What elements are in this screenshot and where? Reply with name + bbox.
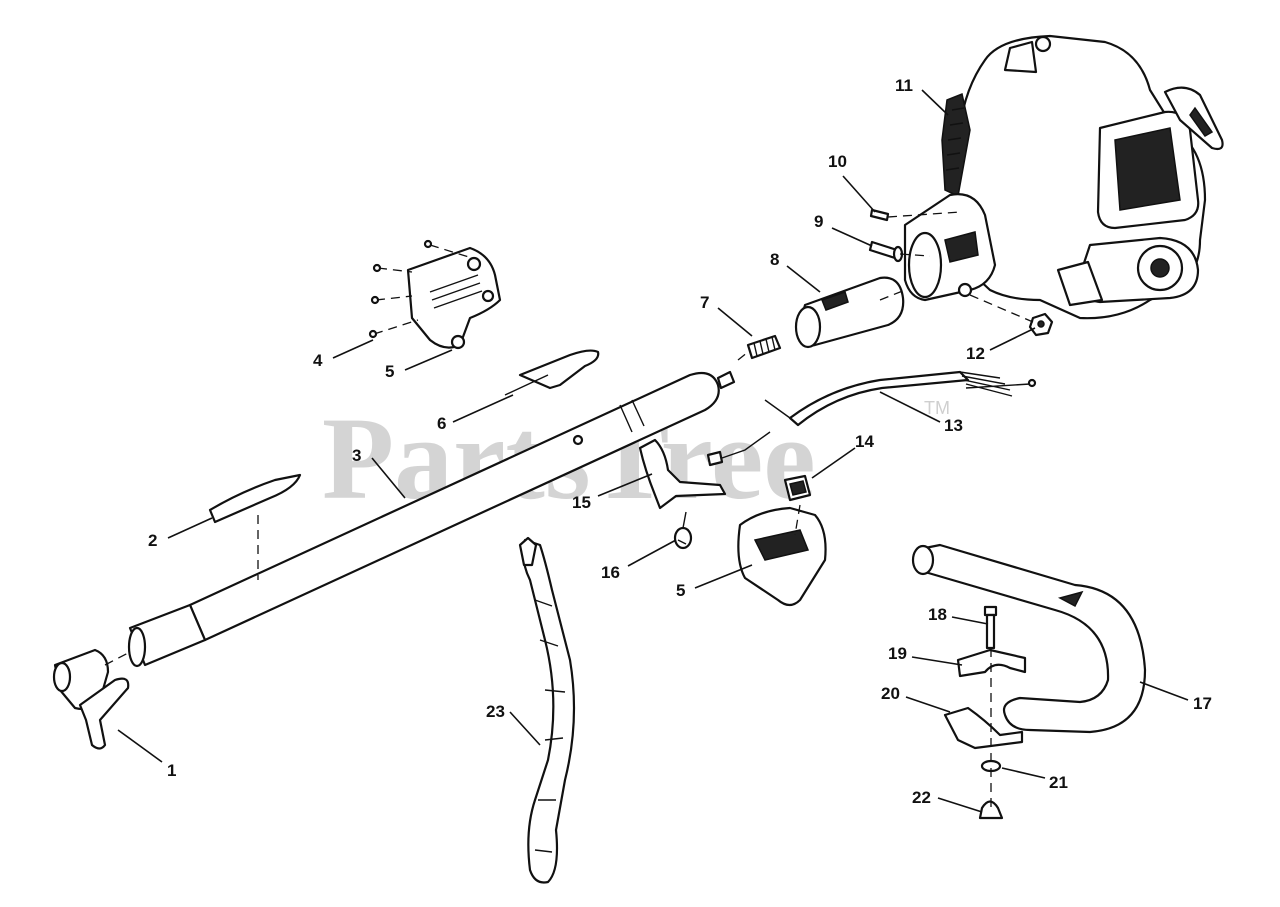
callout-15: 15 bbox=[572, 493, 591, 512]
part-5-upper-housing[interactable] bbox=[406, 246, 502, 350]
part-13-cable[interactable] bbox=[706, 370, 1037, 467]
callout-7: 7 bbox=[700, 293, 709, 312]
assembly-lines bbox=[104, 211, 1034, 666]
part-14-switch[interactable] bbox=[783, 474, 812, 502]
callout-21: 21 bbox=[1049, 773, 1068, 792]
part-1-clamp[interactable] bbox=[52, 648, 130, 750]
callout-2: 2 bbox=[148, 531, 157, 550]
part-12-nut[interactable] bbox=[1028, 312, 1054, 337]
callout-10: 10 bbox=[828, 152, 847, 171]
callout-20: 20 bbox=[881, 684, 900, 703]
watermark-trademark: TM bbox=[924, 398, 950, 418]
part-8-sleeve[interactable] bbox=[794, 276, 905, 349]
callout-4: 4 bbox=[313, 351, 323, 370]
callout-6: 6 bbox=[437, 414, 446, 433]
part-16-spring[interactable] bbox=[673, 511, 693, 550]
callout-17: 17 bbox=[1193, 694, 1212, 713]
part-4-screws[interactable] bbox=[368, 239, 473, 339]
leader-lines bbox=[117, 89, 1189, 813]
callout-8: 8 bbox=[770, 250, 779, 269]
callout-1: 1 bbox=[167, 761, 176, 780]
part-10-screw[interactable] bbox=[869, 208, 890, 222]
callout-16: 16 bbox=[601, 563, 620, 582]
callout-11: 11 bbox=[895, 76, 913, 95]
callout-18: 18 bbox=[928, 605, 947, 624]
callout-9: 9 bbox=[814, 212, 823, 231]
part-9-bolt[interactable] bbox=[868, 240, 904, 263]
part-17-handle[interactable] bbox=[911, 543, 1147, 734]
callout-22: 22 bbox=[912, 788, 931, 807]
callout-3: 3 bbox=[352, 446, 361, 465]
callout-5b: 5 bbox=[676, 581, 685, 600]
callout-labels: 1 2 3 4 5 5 6 7 8 9 10 11 12 13 14 15 16… bbox=[148, 76, 1212, 807]
part-18-bolt[interactable] bbox=[983, 605, 998, 650]
part-7-spring[interactable] bbox=[746, 334, 782, 360]
part-11-engine[interactable] bbox=[903, 34, 1224, 320]
part-20-lower-clamp[interactable] bbox=[943, 706, 1024, 750]
part-5-throttle-housing[interactable] bbox=[737, 504, 827, 607]
callout-19: 19 bbox=[888, 644, 907, 663]
callout-12: 12 bbox=[966, 344, 985, 363]
callout-5a: 5 bbox=[385, 362, 394, 381]
part-2-label[interactable] bbox=[208, 473, 302, 524]
part-15-trigger[interactable] bbox=[638, 438, 727, 510]
callout-14: 14 bbox=[855, 432, 874, 451]
callout-13: 13 bbox=[944, 416, 963, 435]
part-22-nut[interactable] bbox=[978, 800, 1004, 820]
part-6-lever[interactable] bbox=[504, 349, 600, 396]
part-23-strap[interactable] bbox=[518, 536, 576, 884]
part-3-shaft[interactable] bbox=[127, 370, 736, 668]
callout-23: 23 bbox=[486, 702, 505, 721]
